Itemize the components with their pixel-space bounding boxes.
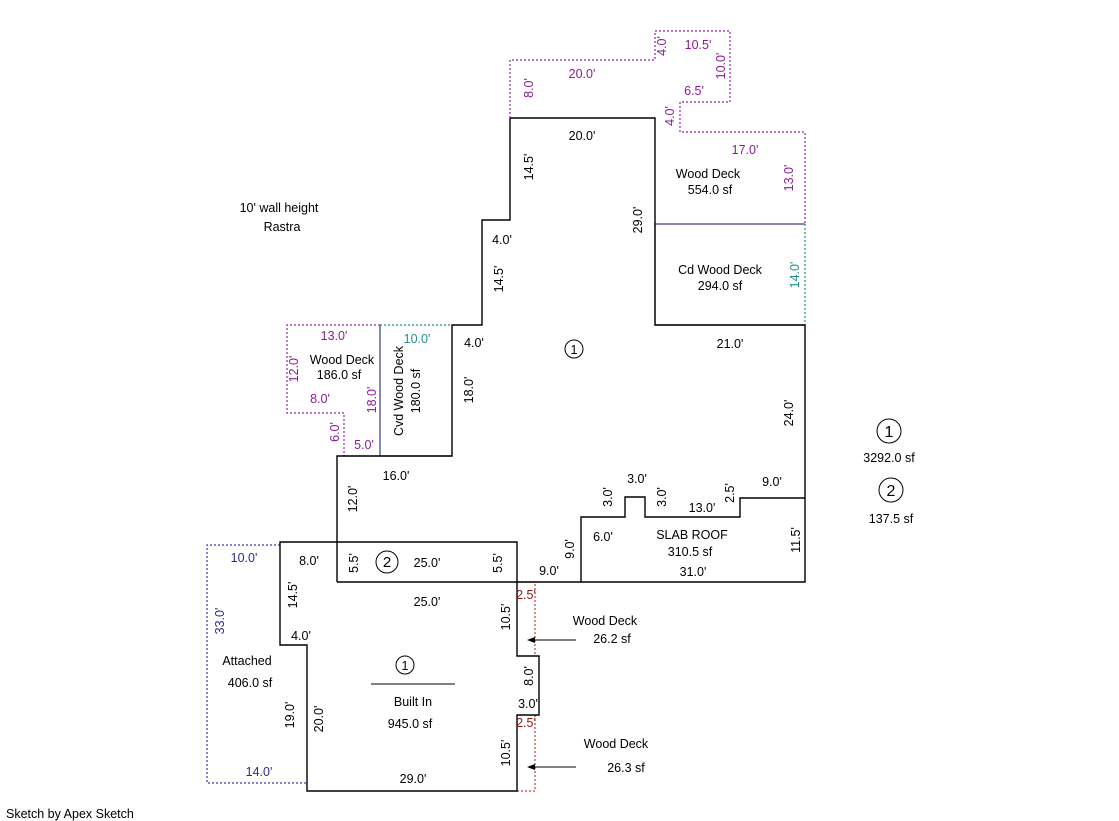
dim-label: 29.0' xyxy=(400,772,427,786)
dim-label: 5.5' xyxy=(347,553,361,573)
wall-height-note: 10' wall height xyxy=(240,201,319,215)
marker-lower: 1 xyxy=(402,659,409,673)
summary-value-2: 137.5 sf xyxy=(869,512,914,526)
dim-label: 2.5' xyxy=(723,483,737,503)
dim-label: 14.5' xyxy=(522,154,536,181)
dim-label: 3.0' xyxy=(627,472,647,486)
dim-label: 14.0' xyxy=(246,765,273,779)
dim-label: 4.0' xyxy=(655,36,669,56)
dim-label: 8.0' xyxy=(522,78,536,98)
dim-label: 4.0' xyxy=(663,106,677,126)
dim-label: 4.0' xyxy=(291,629,311,643)
dim-label: 10.5' xyxy=(499,740,513,767)
cvd-wood-deck-name: Cvd Wood Deck xyxy=(392,345,406,436)
summary-circle-1 xyxy=(876,418,902,444)
dim-label: 2.5' xyxy=(516,588,536,602)
dim-label: 8.0' xyxy=(299,554,319,568)
summary-value-1: 3292.0 sf xyxy=(863,451,915,465)
marker-circle-garage xyxy=(375,550,399,574)
dim-label: 20.0' xyxy=(569,129,596,143)
attached-size: 406.0 sf xyxy=(228,676,273,690)
dim-label: 31.0' xyxy=(680,565,707,579)
material-note: Rastra xyxy=(264,220,301,234)
wood-deck-top-size: 554.0 sf xyxy=(688,183,733,197)
dim-label: 9.0' xyxy=(762,475,782,489)
dim-label: 14.0' xyxy=(788,262,802,289)
attached-outline xyxy=(206,544,307,784)
dim-label: 18.0' xyxy=(462,377,476,404)
dim-label: 3.0' xyxy=(601,487,615,507)
dim-label: 3.0' xyxy=(518,697,538,711)
slab-roof-name: SLAB ROOF xyxy=(656,528,728,542)
dim-label: 9.0' xyxy=(539,564,559,578)
dim-label: 13.0' xyxy=(321,329,348,343)
arrow-head-b xyxy=(527,764,535,770)
small-deck-b-outline xyxy=(517,715,536,792)
wood-deck-a-size: 26.2 sf xyxy=(593,632,631,646)
dim-label: 33.0' xyxy=(213,608,227,635)
dim-label: 16.0' xyxy=(383,469,410,483)
built-in-name: Built In xyxy=(394,695,432,709)
dim-label: 5.5' xyxy=(491,553,505,573)
dim-label: 4.0' xyxy=(464,336,484,350)
dim-label: 6.5' xyxy=(684,84,704,98)
credit-text: Sketch by Apex Sketch xyxy=(6,807,134,821)
dim-label: 3.0' xyxy=(655,487,669,507)
wood-deck-left-outline xyxy=(286,324,380,457)
marker-garage: 2 xyxy=(383,554,391,571)
wood-deck-a-name: Wood Deck xyxy=(573,614,638,628)
attached-name: Attached xyxy=(222,654,271,668)
wood-deck-b-name: Wood Deck xyxy=(584,737,649,751)
slab-roof-size: 310.5 sf xyxy=(668,545,713,559)
dim-label: 9.0' xyxy=(563,539,577,559)
dim-label: 12.0' xyxy=(346,486,360,513)
dim-label: 29.0' xyxy=(631,207,645,234)
dim-label: 8.0' xyxy=(310,392,330,406)
dim-label: 6.0' xyxy=(593,530,613,544)
dim-label: 6.0' xyxy=(328,422,342,442)
dim-label: 4.0' xyxy=(492,233,512,247)
dim-label: 25.0' xyxy=(414,595,441,609)
summary-number-2: 2 xyxy=(887,483,896,500)
built-in-size: 945.0 sf xyxy=(388,717,433,731)
dim-label: 24.0' xyxy=(782,400,796,427)
dim-label: 20.0' xyxy=(312,706,326,733)
dim-label: 10.0' xyxy=(404,332,431,346)
dim-label: 12.0' xyxy=(287,356,301,383)
dim-label: 2.5' xyxy=(516,716,536,730)
dim-label: 10.0' xyxy=(714,53,728,80)
wood-deck-left-size: 186.0 sf xyxy=(317,368,362,382)
dim-label: 14.5' xyxy=(286,582,300,609)
summary-circle-2 xyxy=(878,477,904,503)
cvd-wood-deck-size: 180.0 sf xyxy=(409,368,423,413)
dim-label: 10.0' xyxy=(231,551,258,565)
dim-label: 13.0' xyxy=(689,501,716,515)
cd-wood-deck-size: 294.0 sf xyxy=(698,279,743,293)
dim-label: 8.0' xyxy=(522,666,536,686)
wood-deck-left-name: Wood Deck xyxy=(310,353,375,367)
dim-label: 10.5' xyxy=(499,604,513,631)
dim-label: 19.0' xyxy=(283,702,297,729)
dim-label: 11.5' xyxy=(789,527,803,553)
dim-label: 25.0' xyxy=(414,556,441,570)
dim-label: 13.0' xyxy=(782,165,796,192)
cd-wood-deck-name: Cd Wood Deck xyxy=(678,263,763,277)
dim-label: 18.0' xyxy=(365,387,379,414)
dim-label: 5.0' xyxy=(354,438,374,452)
main-house-outline xyxy=(279,117,806,792)
marker-upper: 1 xyxy=(571,343,578,357)
dim-label: 10.5' xyxy=(685,38,712,52)
marker-circle-upper xyxy=(564,339,584,359)
dim-label: 21.0' xyxy=(717,337,744,351)
marker-circle-lower xyxy=(395,655,415,675)
wood-deck-top-name: Wood Deck xyxy=(676,167,741,181)
dim-label: 17.0' xyxy=(732,143,759,157)
arrow-head-a xyxy=(527,637,535,643)
summary-number-1: 1 xyxy=(885,424,894,441)
dim-label: 20.0' xyxy=(569,67,596,81)
dim-label: 14.5' xyxy=(492,266,506,293)
wood-deck-top-outline xyxy=(509,30,806,224)
wood-deck-b-size: 26.3 sf xyxy=(607,761,645,775)
